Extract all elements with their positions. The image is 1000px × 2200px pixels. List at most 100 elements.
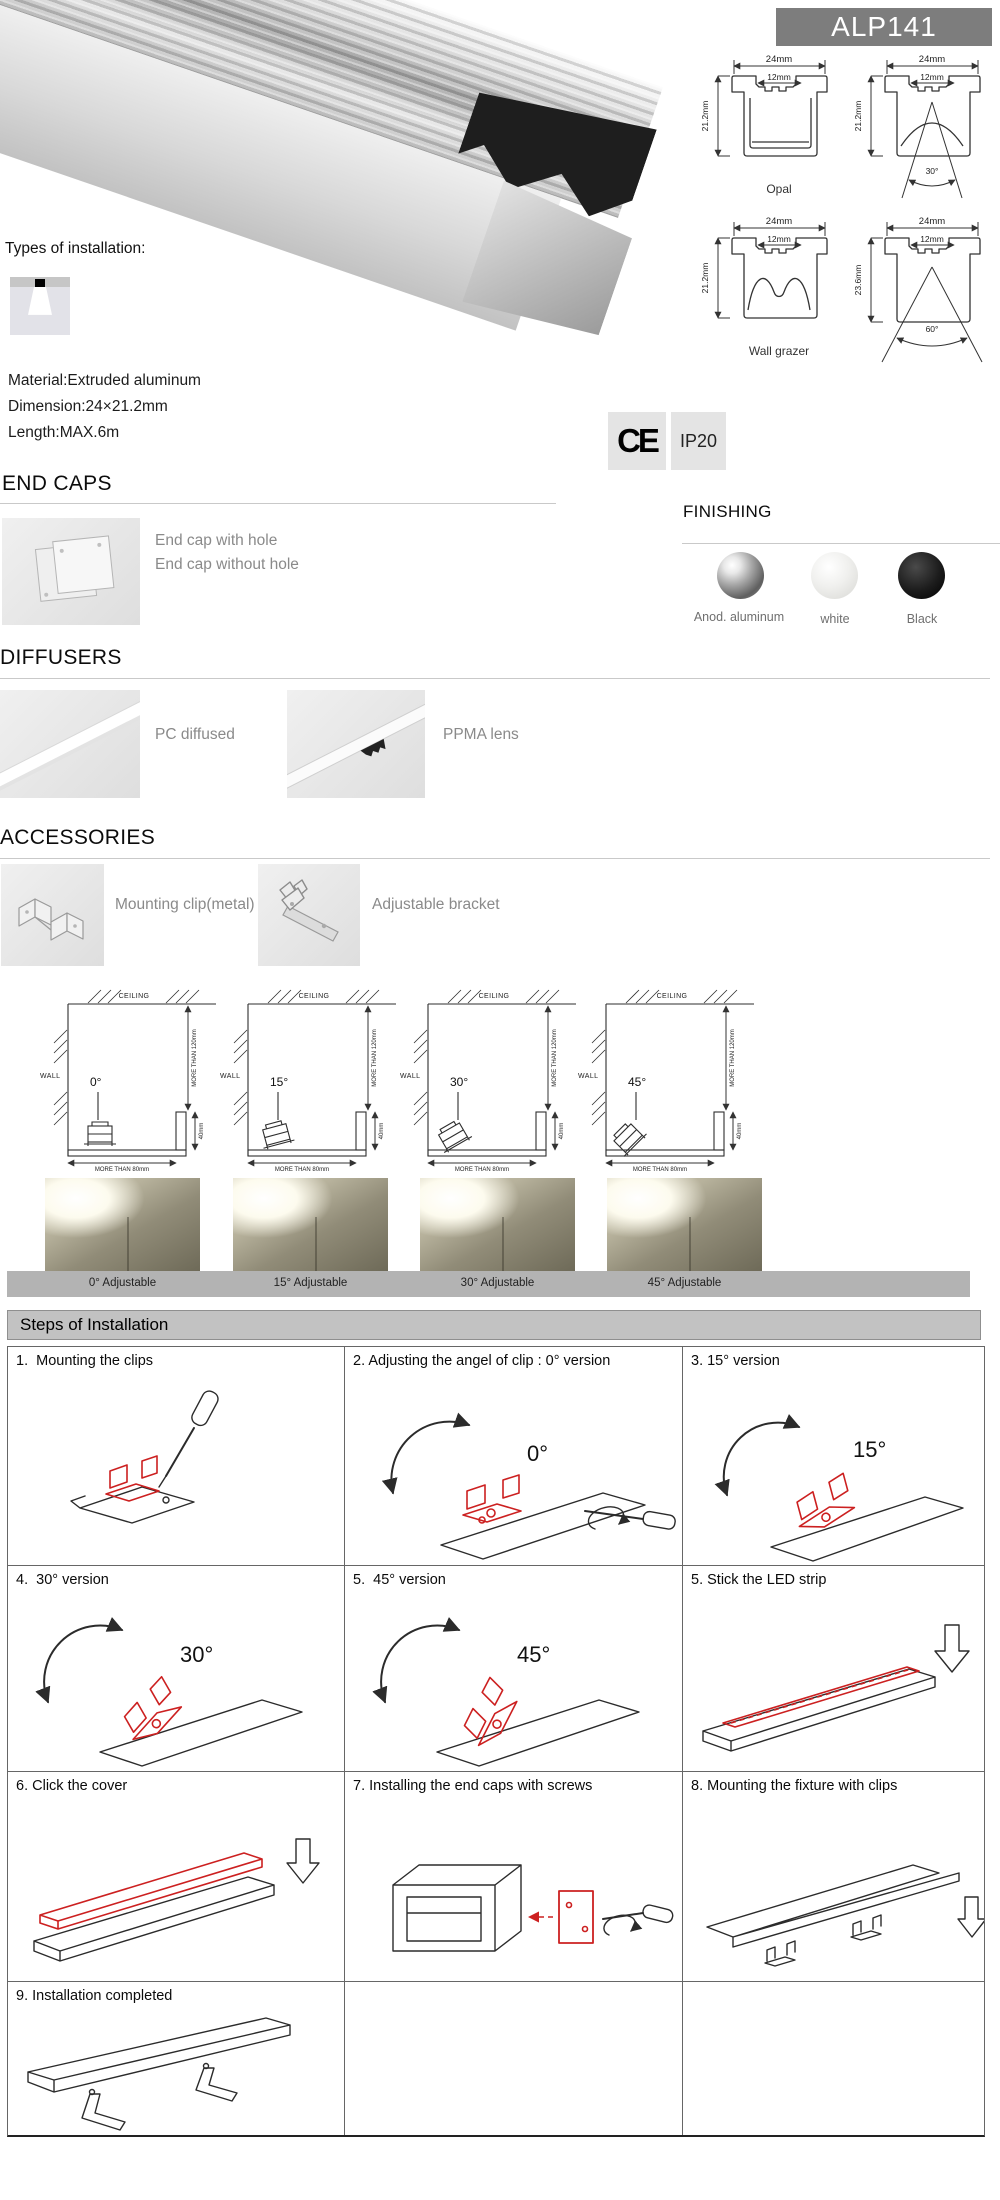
step-4-illustration: 30° [35,1617,303,1767]
divider [0,503,556,504]
finish-anodized-label: Anod. aluminum [693,610,785,624]
svg-text:12mm: 12mm [767,234,791,244]
step-label: 1. Mounting the clips [16,1353,154,1369]
beam-caption: 30° Adjustable [460,1277,535,1289]
svg-text:MORE THAN 120mm: MORE THAN 120mm [730,1029,736,1087]
svg-text:CEILING: CEILING [657,993,688,1000]
svg-text:12mm: 12mm [920,234,944,244]
types-of-installation-label: Types of installation: [5,240,146,257]
ce-mark: CE [608,412,666,470]
finish-black-label: Black [906,612,938,626]
beam-photo-30deg [420,1178,575,1271]
step-cell-9: 9. Installation completed [8,1982,345,2135]
svg-text:12mm: 12mm [920,72,944,82]
beam-caption: 0° Adjustable [88,1277,157,1289]
svg-text:15°: 15° [270,1075,288,1089]
svg-text:0°: 0° [527,1441,548,1466]
step-label: 7. Installing the end caps with screws [353,1778,593,1794]
step-label: 2. Adjusting the angel of clip : 0° vers… [353,1353,611,1369]
step-3-illustration: 15° [714,1413,964,1562]
beam-photo-45deg [607,1178,762,1271]
product-photo [0,0,665,352]
beam-caption: 15° Adjustable [273,1277,348,1289]
step-label: 5. Stick the LED strip [691,1572,827,1588]
divider [0,678,990,679]
spec-text: Material:Extruded aluminum Dimension:24×… [8,368,201,446]
fixture-dot [35,279,45,289]
step-cell-7: 7. Installing the end caps with screws [345,1772,683,1982]
svg-text:WALL: WALL [40,1073,60,1080]
step-cell-3: 3. 15° version 15° [683,1347,984,1566]
svg-text:45°: 45° [517,1642,550,1667]
end-cap-with-hole-label: End cap with hole [155,532,278,549]
svg-text:24mm: 24mm [766,54,792,65]
svg-text:24mm: 24mm [766,216,792,227]
svg-text:CEILING: CEILING [479,993,510,1000]
mounting-diagram-15deg: CEILING WALL MORE THAN 120mm 40mm MORE T… [220,989,396,1172]
svg-text:WALL: WALL [400,1073,420,1080]
beam-photo-0deg [45,1178,200,1271]
beam-caption: 45° Adjustable [647,1277,722,1289]
svg-text:Opal: Opal [766,182,791,196]
ppma-lens-label: PPMA lens [443,726,519,743]
divider [0,858,990,859]
svg-text:12mm: 12mm [767,72,791,82]
spec-material: Material:Extruded aluminum [8,372,201,389]
cross-section-30deg: 24mm 12mm 21.2mm 30° [853,54,981,199]
model-number: ALP141 [831,11,937,42]
step-label: 3. 15° version [691,1353,780,1369]
svg-text:60°: 60° [926,324,939,334]
mounting-diagram-30deg: CEILING WALL MORE THAN 120mm 40mm MORE T… [400,989,576,1172]
svg-text:40mm: 40mm [737,1123,743,1140]
accessories-title: ACCESSORIES [0,826,156,849]
diffusers-title: DIFFUSERS [0,646,122,669]
svg-text:15°: 15° [853,1437,886,1462]
step-cell-6: 6. Click the cover [8,1772,345,1982]
cross-section-wall-grazer: 24mm 12mm 21.2mm Wall grazer [700,216,828,358]
svg-text:MORE THAN 80mm: MORE THAN 80mm [275,1167,329,1172]
beam-caption-bar: 0° Adjustable 15° Adjustable 30° Adjusta… [7,1271,970,1297]
adjustable-bracket-label: Adjustable bracket [372,896,500,913]
svg-text:CEILING: CEILING [299,993,330,1000]
step-5-illustration: 45° [372,1617,640,1767]
spec-length: Length:MAX.6m [8,424,120,441]
mounting-clip-image [1,864,104,966]
adjustable-bracket-image [258,864,360,966]
step-6-illustration [33,1838,320,1962]
step-7-illustration [392,1864,674,1952]
divider [682,543,1000,544]
finish-white-swatch [811,552,858,599]
svg-text:MORE THAN 80mm: MORE THAN 80mm [95,1167,149,1172]
empty-cell [345,1982,683,2135]
svg-text:MORE THAN 80mm: MORE THAN 80mm [455,1167,509,1172]
step-cell-4: 4. 30° version 30° [8,1566,345,1772]
svg-text:MORE THAN 80mm: MORE THAN 80mm [633,1167,687,1172]
aluminum-profile-render [0,0,665,352]
steps-of-installation-bar: Steps of Installation [7,1310,981,1340]
mounting-diagram-0deg: CEILING WALL MORE THAN 120mm 40mm MORE T… [40,989,216,1172]
svg-text:21.2mm: 21.2mm [853,101,863,132]
step-label: 6. Click the cover [16,1778,128,1794]
svg-text:23.6mm: 23.6mm [853,265,863,296]
svg-text:30°: 30° [926,166,939,176]
installation-steps-table: 1. Mounting the clips 2. Adjusting the a… [7,1346,985,2137]
svg-text:Wall grazer: Wall grazer [749,344,809,358]
mounting-diagram-45deg: CEILING WALL MORE THAN 120mm 40mm MORE T… [578,989,754,1172]
cross-section-opal: 24mm 12mm 21.2mm Opal [700,54,828,196]
svg-text:24mm: 24mm [919,216,945,227]
step-cell-5b: 5. Stick the LED strip [683,1566,984,1772]
step-cell-8: 8. Mounting the fixture with clips [683,1772,984,1982]
step-label: 8. Mounting the fixture with clips [691,1778,898,1794]
svg-text:WALL: WALL [578,1073,598,1080]
svg-text:40mm: 40mm [199,1123,205,1140]
svg-text:24mm: 24mm [919,54,945,65]
step-2-illustration: 0° [381,1412,676,1560]
end-cap-image [2,518,140,625]
svg-text:MORE THAN 120mm: MORE THAN 120mm [192,1029,198,1087]
finish-anodized-swatch [717,552,764,599]
step-8-illustration [706,1864,984,1967]
room-corner [689,1217,692,1271]
model-badge: ALP141 [776,8,992,46]
empty-cell [683,1982,984,2135]
step-label: 4. 30° version [16,1572,109,1588]
